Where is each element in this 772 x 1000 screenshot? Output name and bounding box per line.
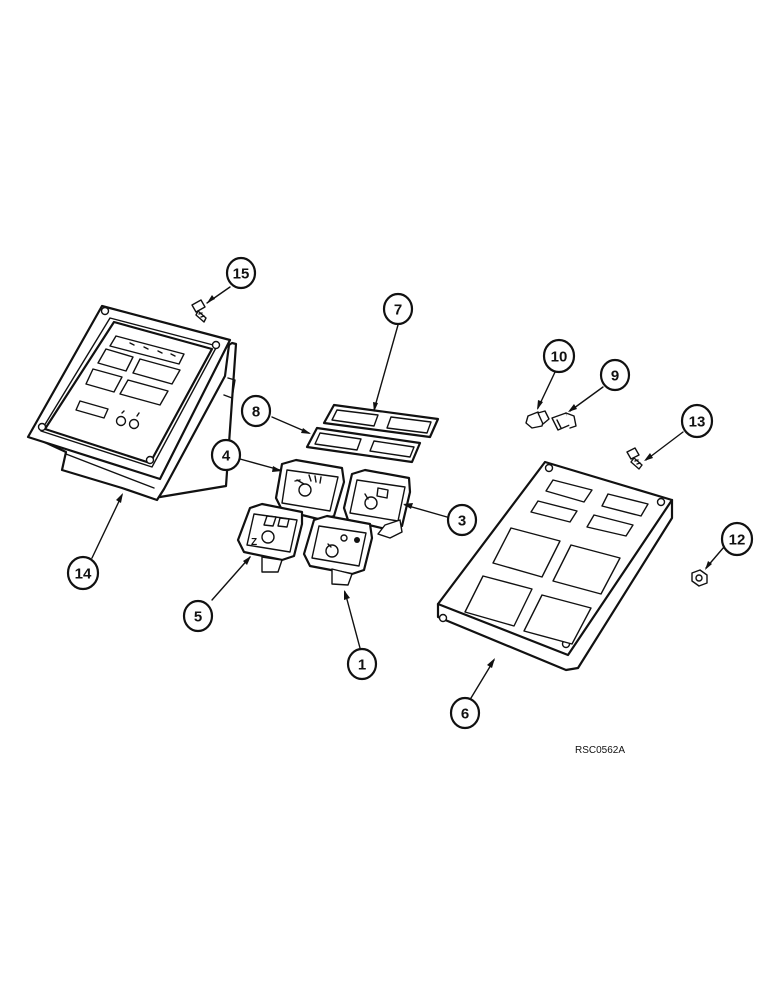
callout-5-label: 5 [194, 609, 202, 626]
leader-3 [404, 504, 448, 518]
callout-14: 14 [66, 555, 100, 591]
leader-14 [91, 494, 123, 559]
callout-1-label: 1 [358, 657, 366, 674]
callout-6: 6 [449, 696, 481, 730]
callout-12-label: 12 [729, 532, 746, 549]
leader-1 [344, 591, 361, 649]
leader-lines [91, 286, 725, 699]
callout-13-label: 13 [689, 414, 706, 431]
screw-13 [626, 447, 643, 470]
lamp-module-5: Z [236, 502, 304, 573]
svg-text:Z: Z [251, 537, 257, 548]
callout-12: 12 [720, 521, 754, 557]
callout-7-label: 7 [394, 302, 402, 319]
callout-13: 13 [680, 403, 714, 439]
callout-10-label: 10 [551, 349, 568, 366]
callout-8: 8 [240, 394, 272, 428]
bulb-holder-9 [551, 412, 577, 431]
figure-code: RSC0562A [575, 745, 625, 756]
callout-1: 1 [346, 647, 378, 681]
callout-7: 7 [382, 292, 414, 326]
callout-3-label: 3 [458, 513, 466, 530]
gasket-8 [305, 426, 422, 464]
gasket-7 [322, 403, 440, 439]
arrowhead-15 [207, 295, 215, 303]
callout-15: 15 [225, 256, 257, 290]
callout-10: 10 [542, 338, 576, 374]
lamp-module-3 [342, 468, 412, 539]
callout-9-label: 9 [611, 368, 619, 385]
nut-12 [691, 569, 708, 587]
screw-15 [191, 299, 207, 323]
callout-3: 3 [446, 503, 478, 537]
bulb-10 [525, 410, 550, 429]
leader-13 [645, 431, 684, 461]
cover-plate-6 [436, 460, 674, 672]
callout-15-label: 15 [233, 266, 250, 283]
instrument-cluster-housing [26, 304, 238, 502]
callout-14-label: 14 [75, 566, 92, 583]
lamp-module-1 [302, 514, 374, 586]
leader-7 [373, 324, 399, 411]
callout-4: 4 [210, 438, 242, 472]
callout-9: 9 [599, 358, 631, 392]
callout-8-label: 8 [252, 404, 260, 421]
callout-6-label: 6 [461, 706, 469, 723]
callout-4-label: 4 [222, 448, 231, 465]
lamp-module-4 [274, 458, 346, 522]
callout-5: 5 [182, 599, 214, 633]
leader-5 [211, 556, 251, 601]
